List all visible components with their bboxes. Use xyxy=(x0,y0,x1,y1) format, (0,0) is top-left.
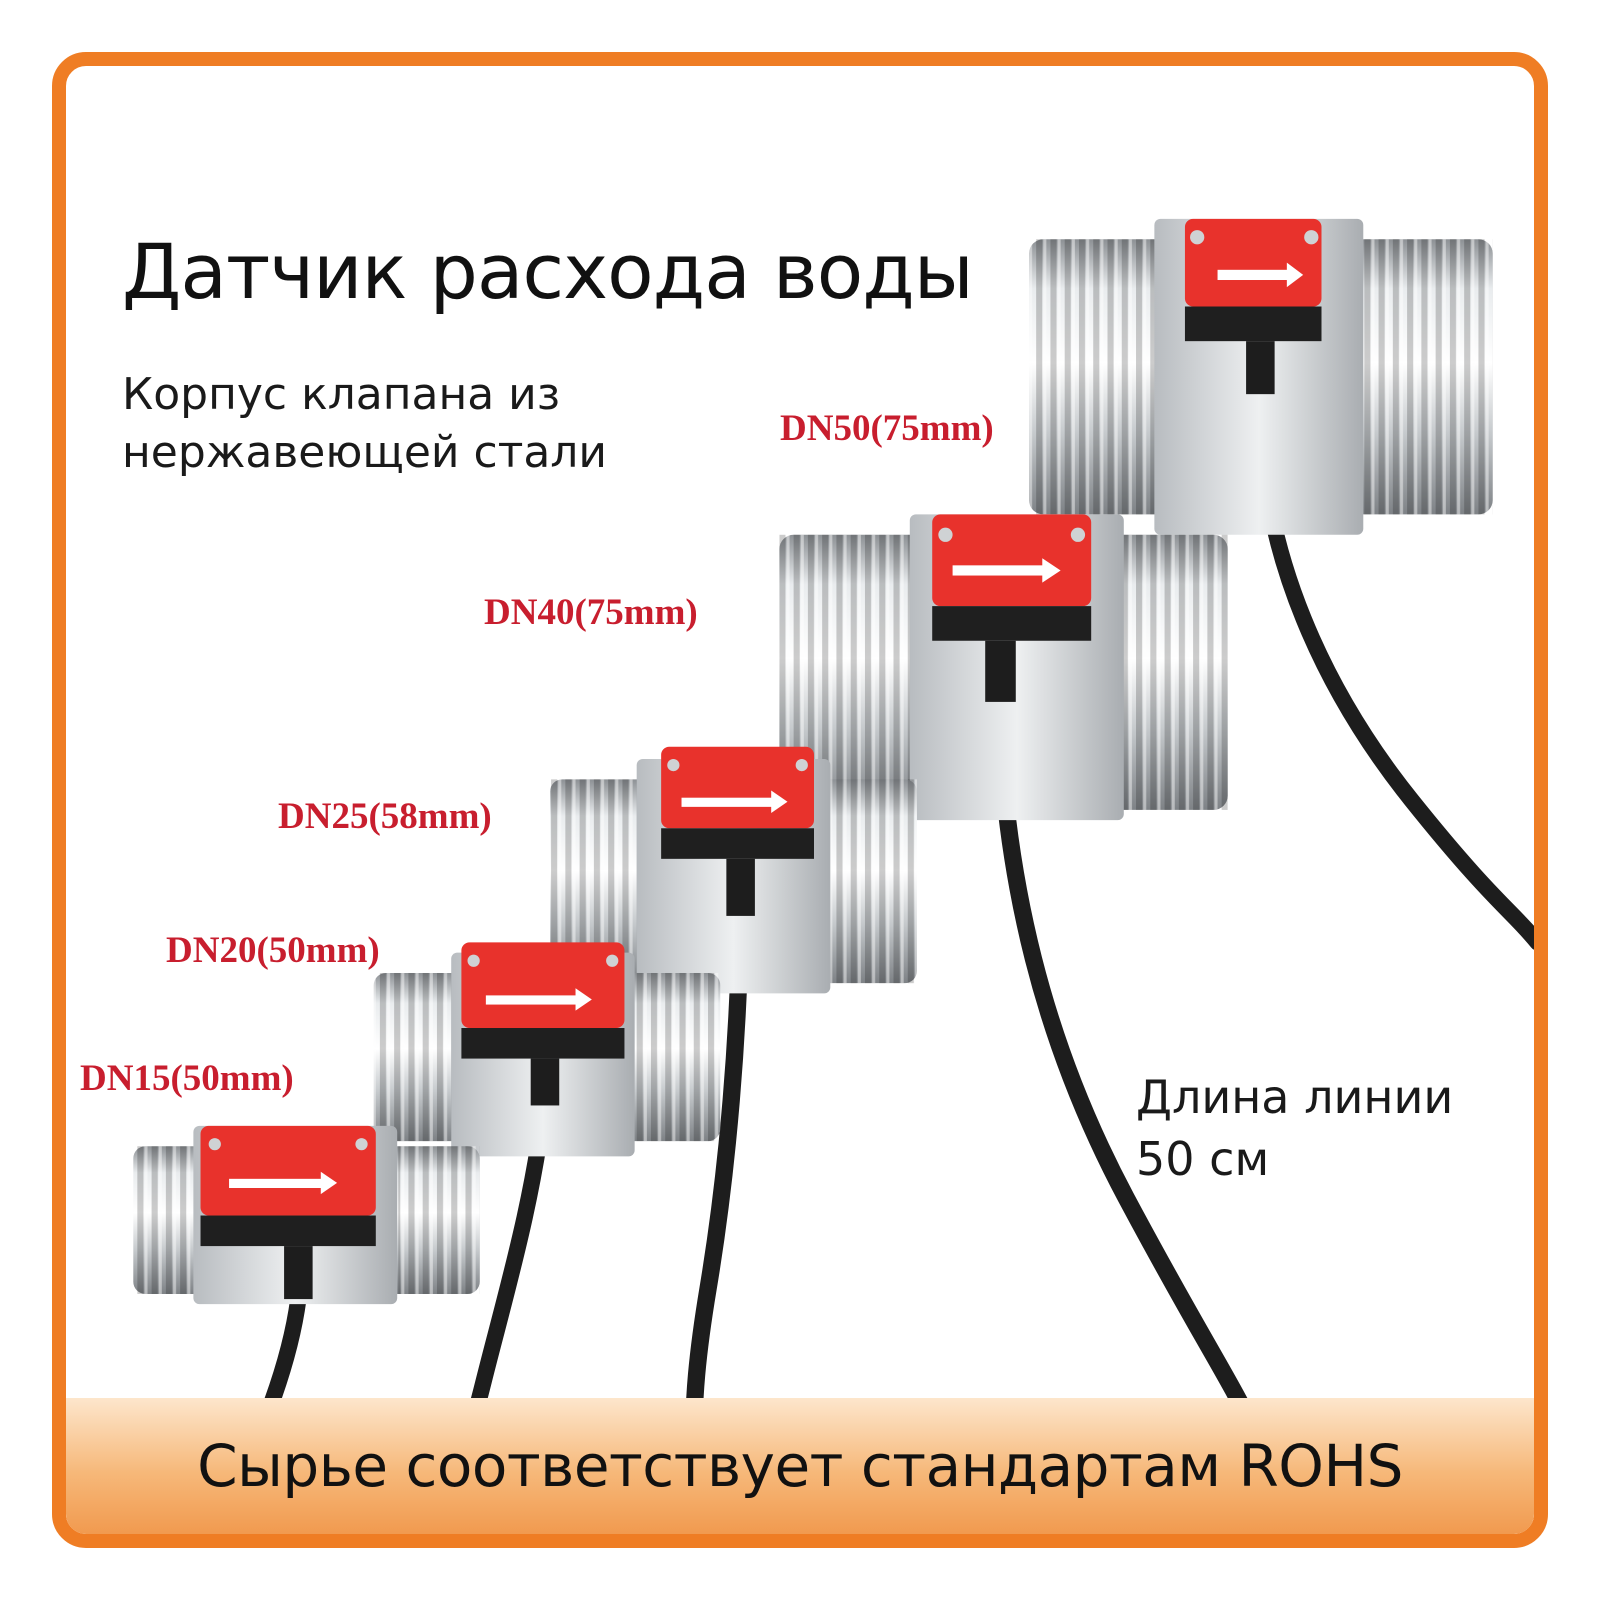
product-photo xyxy=(133,218,1534,1471)
footer-banner: Сырье соответствует стандартам ROHS xyxy=(66,1398,1534,1534)
sensor-dn40 xyxy=(779,514,1228,821)
cable-length-note: Длина линии 50 см xyxy=(1136,1066,1453,1190)
size-label-dn40: DN40(75mm) xyxy=(484,592,698,633)
sensor-dn25 xyxy=(550,746,917,994)
material-description: Корпус клапана из нержавеющей стали xyxy=(122,366,722,482)
cable-note-line-1: Длина линии xyxy=(1136,1070,1454,1124)
size-label-dn15: DN15(50mm) xyxy=(80,1058,294,1099)
size-label-dn25: DN25(58mm) xyxy=(278,796,492,837)
sensor-dn20 xyxy=(373,942,721,1157)
material-line-2: нержавеющей стали xyxy=(122,427,608,478)
cable-note-line-2: 50 см xyxy=(1136,1132,1270,1186)
material-line-1: Корпус клапана из xyxy=(122,369,561,420)
cable-dn40 xyxy=(989,689,1267,1451)
footer-text: Сырье соответствует стандартам ROHS xyxy=(197,1432,1403,1500)
page-title: Датчик расхода воды xyxy=(122,227,974,316)
size-label-dn50: DN50(75mm) xyxy=(780,408,994,449)
product-frame: Датчик расхода воды Корпус клапана из не… xyxy=(52,52,1548,1548)
size-label-dn20: DN20(50mm) xyxy=(166,930,380,971)
sensor-dn50 xyxy=(1029,218,1493,535)
sensor-dn15 xyxy=(133,1125,480,1305)
